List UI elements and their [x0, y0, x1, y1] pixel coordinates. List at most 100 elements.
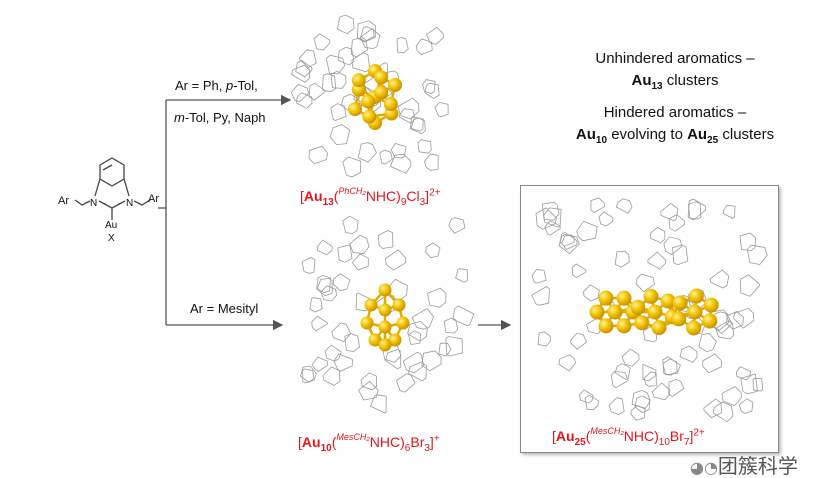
gold-atom — [671, 311, 687, 327]
gold-atom — [598, 290, 614, 306]
ligand-ring — [358, 380, 379, 401]
ar-right-label: Ar — [148, 193, 159, 205]
ligand-ring — [647, 251, 667, 270]
ligand-ring — [746, 244, 768, 265]
gold-atom — [589, 304, 605, 320]
au25-formula: [Au25(MesCH₂NHC)10Br7]2+ — [552, 426, 705, 448]
summary-line2: Au13 clusters — [631, 72, 719, 92]
ligand-ring — [389, 153, 412, 174]
gold-atom — [364, 298, 378, 312]
ligand-ring — [342, 215, 359, 235]
ligand-ring — [660, 202, 679, 222]
summary-line4: Au10 evolving to Au25 clusters — [575, 126, 775, 146]
ligand-ring — [356, 20, 376, 43]
gold-atom — [396, 316, 410, 330]
top-condition-line1: Ar = Ph, p-Tol, — [175, 78, 258, 93]
ligand-ring — [561, 234, 578, 251]
ligand-ring — [357, 142, 377, 163]
ligand-ring — [384, 249, 407, 271]
ligand-ring — [427, 287, 447, 308]
ligand-ring — [558, 354, 576, 372]
ligand-ring — [415, 38, 433, 56]
ligand-ring — [614, 363, 631, 380]
au25-product-box — [520, 185, 779, 453]
ligand-ring — [642, 364, 657, 382]
ligand-ring — [455, 268, 468, 283]
ligand-ring — [630, 404, 646, 421]
ligand-ring — [424, 153, 439, 171]
ligand-ring — [710, 311, 733, 335]
ligand-ring — [643, 371, 657, 387]
gold-atom — [651, 320, 667, 336]
gold-atom — [388, 78, 402, 92]
ligand-ring — [324, 344, 342, 362]
ligand-ring — [649, 227, 666, 244]
gold-atom — [348, 102, 363, 117]
ligand-ring — [290, 84, 310, 103]
ligand-ring — [709, 269, 730, 289]
au13-formula: [Au13(PhCH₂NHC)9Cl3]2+ — [300, 186, 441, 208]
ligand-ring — [663, 236, 683, 256]
gold-cores — [348, 64, 719, 352]
ligand-ring — [385, 349, 402, 370]
ligand-ring — [302, 365, 317, 384]
ligand-ring — [410, 117, 426, 135]
gold-atom — [702, 313, 718, 329]
ligand-ring — [608, 397, 625, 415]
gold-atom — [634, 315, 650, 331]
ligand-ring — [301, 257, 316, 274]
gold-atom — [616, 290, 632, 306]
ligand-ring — [559, 231, 575, 247]
ligand-ring — [410, 116, 424, 132]
ligand-ring — [313, 33, 331, 51]
ligand-ring — [635, 273, 655, 293]
gold-atom — [361, 94, 376, 109]
ligand-ring — [726, 310, 745, 330]
ligand-ring — [631, 389, 651, 409]
ligand-ring — [651, 382, 671, 401]
wechat-icon: ◕◔ — [690, 458, 718, 477]
ligand-ring — [309, 297, 323, 313]
gold-cluster — [360, 283, 410, 352]
ligand-ring — [739, 232, 757, 252]
ligand-ring — [396, 37, 409, 54]
ligand-ring — [344, 333, 360, 353]
gold-atom — [686, 320, 702, 336]
ligand-ring — [316, 274, 331, 294]
halide-label: X — [108, 233, 115, 244]
ligand-ring — [438, 342, 452, 357]
ligand-ring — [316, 277, 333, 297]
ligand-ring — [417, 139, 432, 154]
ligand-ring — [424, 82, 440, 99]
ligand-ring — [331, 322, 352, 343]
ligand-ring — [402, 351, 425, 374]
ligand-ring — [352, 253, 369, 271]
ligand-ring — [360, 372, 378, 391]
ligand-ring — [295, 59, 313, 78]
ligand-ring — [316, 239, 333, 256]
ligand-ring — [421, 350, 442, 372]
ligand-ring — [377, 230, 394, 249]
ligand-ring — [668, 379, 685, 397]
gold-atom — [351, 73, 366, 88]
gold-atom — [378, 283, 392, 297]
gold-atom — [672, 295, 688, 311]
ligand-ring — [369, 394, 387, 414]
gold-atom — [388, 333, 402, 347]
gold-atom — [383, 97, 398, 112]
ligand-ring — [397, 97, 420, 120]
ligand-ring — [308, 145, 329, 165]
ligand-ring — [291, 64, 310, 83]
nitrogen-label: N — [126, 198, 134, 209]
ligand-ring — [579, 389, 594, 404]
ligand-ring — [576, 220, 598, 242]
ligand-ring — [311, 315, 328, 332]
ligand-ring — [332, 273, 351, 292]
ligand-ring — [537, 331, 552, 347]
ligand-ring — [583, 284, 600, 302]
ligand-ring — [598, 211, 614, 227]
ligand-ring — [610, 371, 629, 389]
ligand-ring — [329, 124, 351, 146]
ligand-ring — [351, 52, 371, 73]
